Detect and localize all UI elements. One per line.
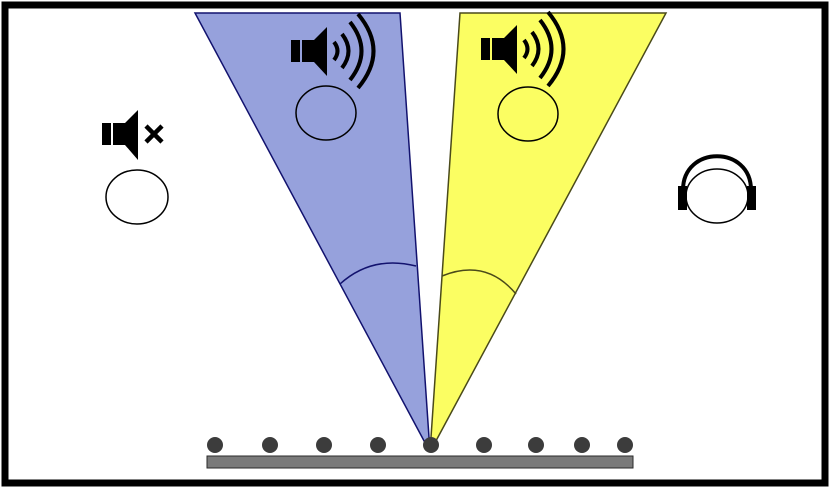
headphones-icon [678, 154, 756, 210]
listener-right-beam-head [497, 86, 559, 142]
microphone-element [370, 437, 386, 453]
microphone-elements [207, 437, 633, 453]
listener-muted-head [105, 169, 169, 225]
microphone-element [574, 437, 590, 453]
beam-right-angle-arc [441, 269, 517, 295]
beam-left-angle-arc [339, 262, 417, 285]
microphone-element [528, 437, 544, 453]
microphone-element [617, 437, 633, 453]
listener-muted [102, 110, 169, 225]
beam-right [429, 12, 668, 453]
listener-headphones-head [685, 168, 749, 224]
beam-right-cone [429, 12, 668, 453]
microphone-element [316, 437, 332, 453]
listener-right-beam [481, 10, 566, 142]
microphone-array-bar [206, 455, 634, 469]
listener-left-beam-head [295, 85, 357, 141]
beam-left [193, 12, 431, 453]
speaker-loud-icon [481, 10, 566, 88]
microphone-element [207, 437, 223, 453]
speaker-loud-icon [291, 12, 376, 90]
microphone-element [476, 437, 492, 453]
microphone-element [262, 437, 278, 453]
listener-left-beam [291, 12, 376, 141]
microphone-array [206, 437, 634, 469]
beam-left-cone [193, 12, 431, 453]
listener-headphones [678, 154, 756, 224]
microphone-element [423, 437, 439, 453]
speaker-muted-icon [102, 110, 164, 160]
